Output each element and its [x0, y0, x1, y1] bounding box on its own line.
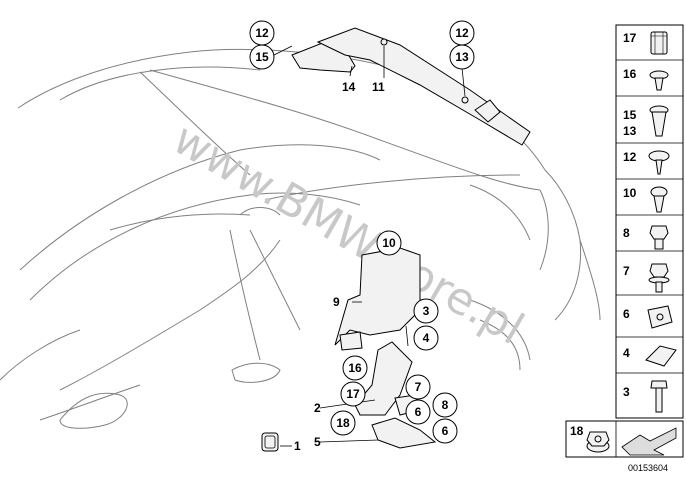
callout-4: 4: [413, 325, 439, 351]
part-trim-top: [291, 27, 531, 146]
arrow-icon: [621, 427, 677, 456]
label-9: 9: [333, 295, 340, 309]
clip-nut-6: [647, 305, 673, 329]
clip-16: [649, 70, 669, 91]
callout-6-lower: 6: [432, 418, 458, 444]
reference-number: 00153604: [628, 463, 668, 473]
callout-7: 7: [405, 374, 431, 400]
callout-8: 8: [432, 392, 458, 418]
callout-18: 18: [330, 410, 356, 436]
svg-text:6: 6: [442, 424, 449, 438]
panel-label-13: 13: [623, 124, 637, 138]
svg-text:12: 12: [455, 26, 469, 40]
panel-label-6: 6: [623, 307, 630, 321]
svg-text:13: 13: [455, 50, 469, 64]
expansion-nut-17: [650, 31, 668, 55]
svg-text:8: 8: [442, 398, 449, 412]
label-5: 5: [314, 435, 321, 449]
label-1: 1: [294, 439, 301, 453]
panel-label-18: 18: [570, 424, 584, 438]
panel-label-16: 16: [623, 67, 637, 81]
callout-3: 3: [413, 298, 439, 324]
bolt-3: [650, 380, 668, 413]
panel-label-17: 17: [623, 31, 637, 45]
svg-text:17: 17: [346, 387, 360, 401]
svg-text:4: 4: [423, 331, 430, 345]
part-inner-panel: [334, 247, 421, 351]
svg-text:3: 3: [423, 304, 430, 318]
screw-10: [650, 186, 668, 213]
svg-text:12: 12: [255, 26, 269, 40]
callout-12-top-right: 12: [449, 20, 475, 46]
svg-text:18: 18: [336, 416, 350, 430]
label-2: 2: [314, 401, 321, 415]
label-14: 14: [342, 80, 356, 94]
callout-13: 13: [449, 44, 475, 70]
svg-text:15: 15: [255, 50, 269, 64]
svg-text:10: 10: [382, 236, 396, 250]
screw-12: [648, 150, 670, 175]
part-clip-1: [261, 432, 279, 452]
flange-nut-18: [586, 431, 610, 453]
bolt-7: [648, 263, 670, 293]
bolt-8: [649, 225, 669, 250]
car-outline: [0, 48, 601, 429]
svg-text:16: 16: [348, 361, 362, 375]
callout-16: 16: [342, 355, 368, 381]
bottom-panel: 18: [565, 420, 684, 458]
panel-label-7: 7: [623, 264, 630, 278]
callout-10: 10: [376, 230, 402, 256]
svg-text:7: 7: [415, 380, 422, 394]
spring-clip-4: [645, 345, 677, 367]
label-11: 11: [372, 80, 385, 94]
callout-17: 17: [340, 381, 366, 407]
callout-12-top-left: 12: [249, 20, 275, 46]
fastener-panel: 17 16 15 13 12 10 8 7 6 4 3: [615, 24, 684, 419]
panel-label-3: 3: [623, 385, 630, 399]
panel-label-10: 10: [623, 186, 637, 200]
panel-label-12: 12: [623, 150, 637, 164]
callout-6-upper: 6: [405, 399, 431, 425]
panel-label-4: 4: [623, 346, 630, 360]
panel-label-15: 15: [623, 108, 637, 122]
callout-15: 15: [249, 44, 275, 70]
panel-label-8: 8: [623, 226, 630, 240]
clip-15-13: [649, 105, 669, 137]
svg-text:6: 6: [415, 405, 422, 419]
